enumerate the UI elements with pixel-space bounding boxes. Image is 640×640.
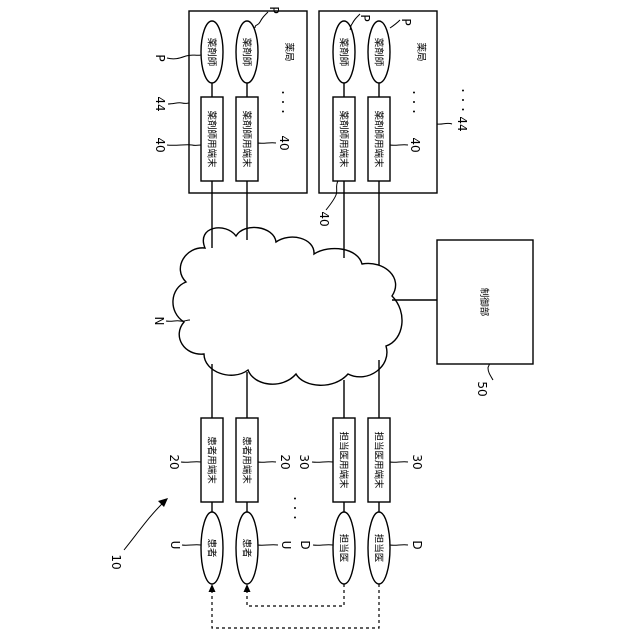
doctor-label: 担当医 — [373, 534, 385, 563]
doctor-terminals: 担当医用端末 担当医用端末 — [333, 418, 390, 502]
pharmacy-ref: 44 — [455, 116, 469, 131]
patient-doctor-links — [209, 584, 380, 628]
patient-terminal-label: 患者用端末 — [206, 436, 218, 484]
network-cloud — [173, 227, 402, 385]
patient-terminal-ref: 20 — [167, 454, 181, 469]
pharmacy-1: 薬局 薬剤師 薬剤師 薬剤師用端末 薬剤師用端末 ・・・ — [189, 11, 307, 193]
doctor-terminal-label: 担当医用端末 — [373, 431, 385, 489]
ellipsis-dots: ・・・ — [276, 88, 287, 117]
system-ref: 10 — [109, 554, 123, 569]
pharmacy-label: 薬局 — [415, 42, 427, 61]
pharmacist-label: 薬剤師 — [241, 38, 253, 67]
ellipsis-dots: ・・・ — [407, 88, 418, 117]
pharmacy-label: 薬局 — [283, 42, 295, 61]
control-unit-ref: 50 — [475, 381, 489, 396]
arrow-head-icon — [158, 498, 168, 507]
patient-label: 患者 — [206, 538, 218, 557]
pharmacist-terminal-ref: 40 — [408, 137, 422, 152]
doctor-terminal-label: 担当医用端末 — [338, 431, 350, 489]
doctor-ref: D — [298, 540, 312, 549]
pharmacist-terminal-ref: 40 — [153, 137, 167, 152]
pharmacist-ref: P — [267, 6, 281, 13]
patient-terminal-ref: 20 — [278, 454, 292, 469]
pharmacist-terminal-ref: 40 — [277, 135, 291, 150]
pharmacy-ref: 44 — [153, 96, 167, 111]
ellipsis-dots: ・・・ — [456, 86, 467, 115]
doctor-terminal-ref: 30 — [410, 454, 424, 469]
pharmacist-ref: P — [153, 54, 167, 61]
patient-terminals: 患者用端末 患者用端末 — [201, 418, 258, 502]
arrow-head-icon — [209, 584, 216, 592]
patient-label: 患者 — [241, 538, 253, 557]
pharmacist-label: 薬剤師 — [206, 38, 218, 67]
control-unit: 制御部 — [437, 240, 533, 364]
ellipsis-dots: ・・・ — [288, 494, 299, 523]
pharmacist-ref: P — [399, 18, 413, 25]
pharmacy-2: 薬局 薬剤師 薬剤師 薬剤師用端末 薬剤師用端末 ・・・ — [319, 11, 437, 193]
network-ref: N — [152, 317, 166, 326]
pharmacist-terminal-ref: 40 — [317, 211, 331, 226]
patients: 患者 患者 — [201, 512, 258, 584]
doctor-terminal-ref: 30 — [297, 454, 311, 469]
pharmacist-terminal-label: 薬剤師用端末 — [241, 110, 253, 168]
control-unit-label: 制御部 — [478, 288, 490, 317]
arrow-head-icon — [244, 584, 251, 592]
doctor-ref: D — [410, 540, 424, 549]
doctors: 担当医 担当医 — [333, 512, 390, 584]
patient-ref: U — [279, 541, 293, 550]
pharmacist-label: 薬剤師 — [338, 38, 350, 67]
pharmacist-label: 薬剤師 — [373, 38, 385, 67]
patient-ref: U — [168, 541, 182, 550]
doctor-label: 担当医 — [338, 534, 350, 563]
pharmacist-ref: P — [358, 14, 372, 21]
pharmacist-terminal-label: 薬剤師用端末 — [206, 110, 218, 168]
pharmacist-terminal-label: 薬剤師用端末 — [338, 110, 350, 168]
pharmacist-terminal-label: 薬剤師用端末 — [373, 110, 385, 168]
patient-terminal-label: 患者用端末 — [241, 436, 253, 484]
